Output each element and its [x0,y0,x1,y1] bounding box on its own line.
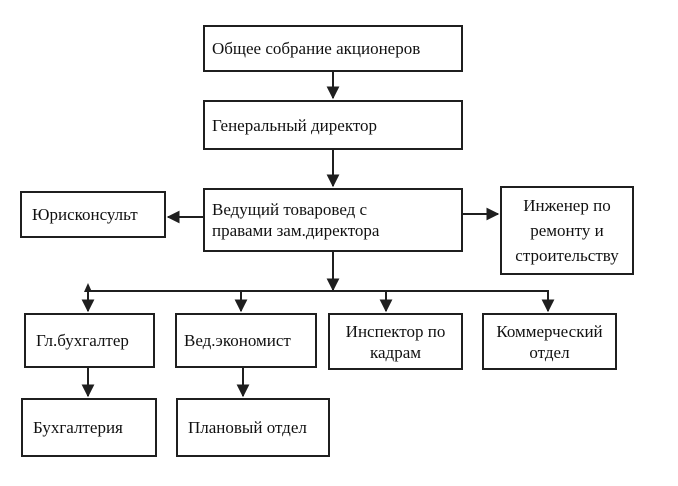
node-label: Бухгалтерия [33,418,123,437]
node-label: Плановый отдел [188,418,307,437]
node-label: Инспектор по кадрам [345,321,446,362]
node-label: Коммерческий отдел [496,321,603,362]
node-lead-merchandiser: Ведущий товаровед с правами зам.директор… [203,188,463,252]
node-hr-inspector: Инспектор по кадрам [328,313,463,370]
node-general-meeting: Общее собрание акционеров [203,25,463,72]
node-label: Юрисконсульт [32,205,138,224]
node-legal-counsel: Юрисконсульт [20,191,166,238]
node-label: Инженер по ремонту и строительству [515,196,619,265]
node-label: Ведущий товаровед с правами зам.директор… [212,200,380,240]
node-chief-accountant: Гл.бухгалтер [24,313,155,368]
node-label: Вед.экономист [184,331,291,350]
node-lead-economist: Вед.экономист [175,313,317,368]
node-commercial-dept: Коммерческий отдел [482,313,617,370]
node-general-director: Генеральный директор [203,100,463,150]
node-planning-dept: Плановый отдел [176,398,330,457]
node-label: Общее собрание акционеров [212,39,421,58]
node-engineer: Инженер по ремонту и строительству [500,186,634,275]
node-label: Гл.бухгалтер [36,331,129,350]
node-accounting: Бухгалтерия [21,398,157,457]
node-label: Генеральный директор [212,115,378,135]
